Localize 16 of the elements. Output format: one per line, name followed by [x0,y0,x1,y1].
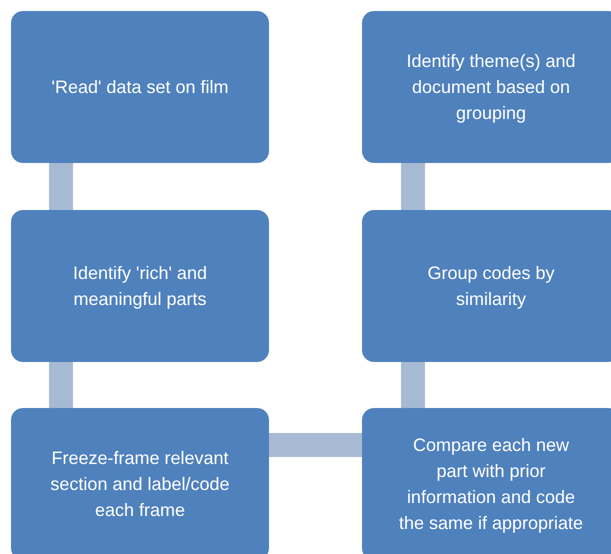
step-text: Identify theme(s) and document based on grouping [405,50,577,126]
step-text: 'Read' data set on film [52,76,228,99]
process-box [11,408,269,554]
step-text: Compare each new part with prior information and code the same if appropriate [398,434,584,536]
connector-bar [401,362,425,408]
process-box [362,408,611,554]
connector-bar [269,433,362,457]
step-text: Freeze-frame relevant section and label/code each frame [49,446,231,522]
connector-bar [49,163,73,210]
connector-bar [49,362,73,408]
process-box [11,11,269,163]
step-text: Identify 'rich' and meaningful parts [72,262,208,311]
process-box [362,210,611,362]
process-box [362,11,611,163]
process-box [11,210,269,362]
step-text: Group codes by similarity [426,262,556,311]
